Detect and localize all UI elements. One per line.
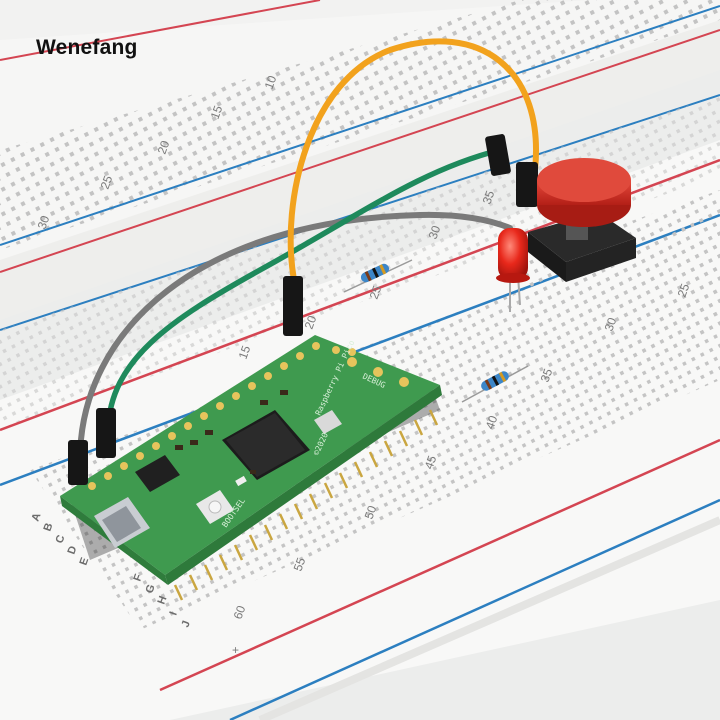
front-row-numbers: 15 20 25 30 35 40 45 50 55 60 <box>231 188 501 621</box>
row-number-back-20: 20 <box>155 138 173 156</box>
row-letter-d: D <box>66 544 80 556</box>
row-number-40: 40 <box>483 413 501 431</box>
background-breadboards <box>0 0 720 331</box>
smd-components <box>175 390 288 474</box>
row-number-back-30: 30 <box>35 213 53 231</box>
row-number-back-25: 25 <box>98 173 116 191</box>
flash-chip <box>135 455 180 492</box>
row-letter-b: B <box>42 521 56 533</box>
row-number-35: 35 <box>480 188 498 206</box>
plug-green <box>96 408 116 458</box>
usb-port <box>94 497 150 548</box>
crystal <box>314 410 342 434</box>
row-number-right-35: 35 <box>538 366 556 384</box>
wire-green <box>105 147 503 433</box>
row-number-right-25: 25 <box>675 281 693 299</box>
row-letter-e: E <box>78 556 92 567</box>
row-letter-g: G <box>144 583 158 595</box>
row-letter-j: J <box>180 619 193 629</box>
watermark-text: Wenefang <box>36 36 138 59</box>
row-number-45: 45 <box>422 453 440 471</box>
push-button <box>528 158 636 282</box>
row-number-60: 60 <box>231 603 249 621</box>
row-letter-i: I <box>168 610 180 617</box>
row-number-back-15: 15 <box>208 103 226 121</box>
plug-orange <box>283 276 303 336</box>
row-number-back-10: 10 <box>262 73 280 91</box>
row-number-20: 20 <box>302 313 320 331</box>
row-letters: A B C D E F G H I J <box>30 511 193 629</box>
plus-rail-marker: + <box>232 643 239 657</box>
raspberry-pi-pico: BOOTSEL DEBUG Raspberry Pi Pico ©2020 <box>60 335 442 601</box>
row-number-right-30: 30 <box>602 315 620 333</box>
wire-gray <box>77 211 513 463</box>
wire-plugs <box>68 134 538 485</box>
row-letter-a: A <box>30 511 44 523</box>
plug-orange-end <box>516 162 538 207</box>
pin-header-front <box>173 409 439 601</box>
row-number-30: 30 <box>426 223 444 241</box>
row-number-50: 50 <box>362 503 380 521</box>
resistor-bottom <box>461 365 529 403</box>
row-number-15: 15 <box>236 343 254 361</box>
plug-gray <box>68 440 88 485</box>
row-letter-f: F <box>132 572 146 583</box>
row-letter-h: H <box>156 594 170 606</box>
onboard-led <box>235 475 247 487</box>
debug-pads <box>347 357 409 387</box>
wire-orange <box>287 38 539 283</box>
back-row-numbers: 10 15 20 25 30 <box>35 73 280 231</box>
row-number-25: 25 <box>367 283 385 301</box>
plug-green-end <box>485 134 511 176</box>
row-number-55: 55 <box>291 555 309 573</box>
resistor-top <box>343 259 413 293</box>
pad-row-back <box>88 342 356 490</box>
red-led <box>496 228 530 312</box>
row-letter-c: C <box>54 533 68 545</box>
rp2040-chip <box>222 410 310 480</box>
